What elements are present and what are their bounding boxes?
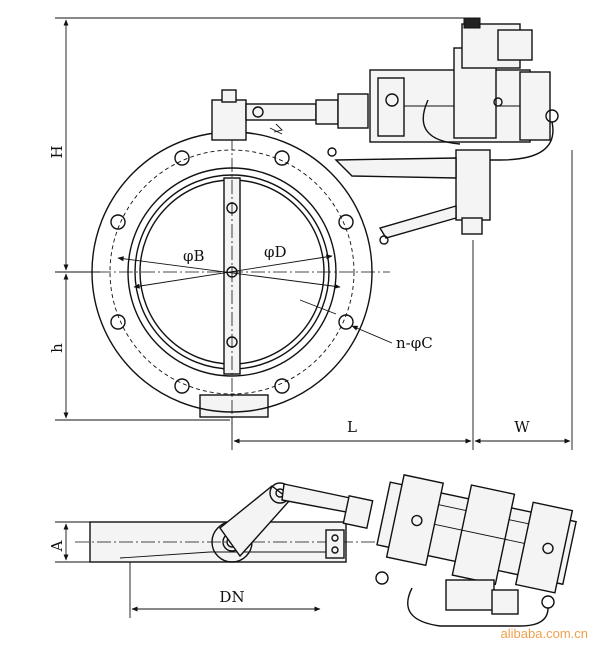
valve-body-front xyxy=(75,89,390,425)
valve-side-view xyxy=(55,474,577,627)
actuator-front xyxy=(245,17,559,245)
dim-label-nphiC: n-φC xyxy=(396,334,433,352)
bolt-holes xyxy=(110,150,354,394)
dim-label-DN: DN xyxy=(219,588,244,606)
dim-label-L: L xyxy=(347,418,357,436)
dim-label-phiB: φB xyxy=(183,247,205,265)
diameter-leaders xyxy=(117,254,393,344)
dim-label-phiD: φD xyxy=(264,243,287,261)
dim-label-W: W xyxy=(514,418,530,436)
watermark: alibaba.com.cn xyxy=(501,626,588,641)
dim-label-A: A xyxy=(48,540,66,552)
dimension-lines xyxy=(55,17,573,450)
dim-label-h: h xyxy=(48,343,66,353)
dim-label-H: H xyxy=(48,145,66,158)
